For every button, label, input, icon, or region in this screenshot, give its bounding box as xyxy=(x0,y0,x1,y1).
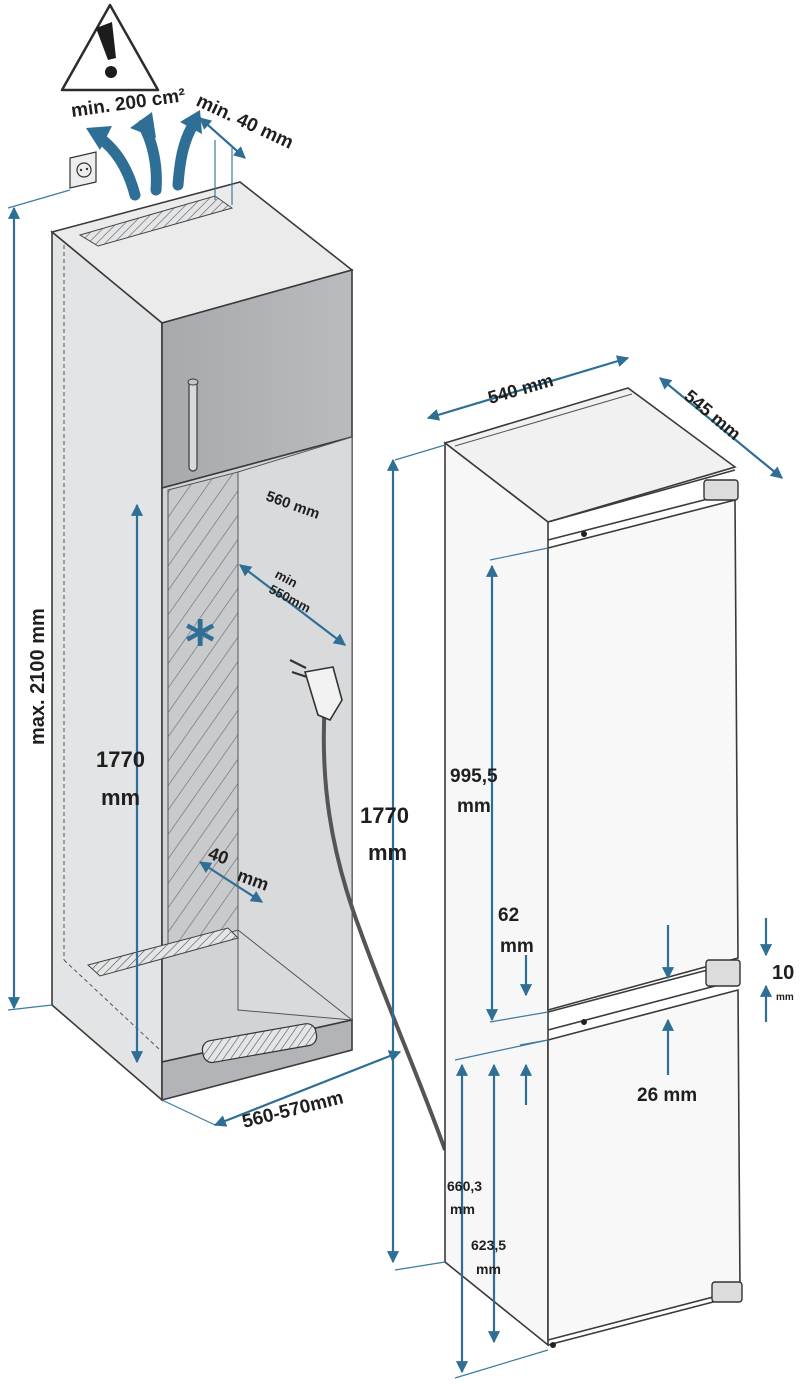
appliance-height-label-2: mm xyxy=(368,840,407,865)
bottom-hinge xyxy=(711,1281,743,1303)
niche-height-label-2: mm xyxy=(101,785,140,810)
power-socket-icon xyxy=(69,151,97,189)
hinge-offset-label: 26 mm xyxy=(637,1085,697,1106)
appliance-lower-door xyxy=(547,988,741,1342)
lower-door-label-2: mm xyxy=(450,1201,475,1217)
hinge-gap-label-1: 10 xyxy=(772,962,794,984)
door-gap-label-1: 62 xyxy=(498,905,519,926)
top-vent-slot xyxy=(78,195,234,247)
niche-height-label-1: 1770 xyxy=(96,747,145,772)
appliance-width-label: 540 mm xyxy=(486,370,556,408)
lower-door-alt-label-1: 623,5 xyxy=(471,1237,506,1253)
max-height-label: max. 2100 mm xyxy=(27,608,49,745)
warning-icon xyxy=(60,3,160,92)
top-gap-label: min. 40 mm xyxy=(193,90,297,153)
dimension-lines xyxy=(7,117,783,1379)
airflow-arrows-icon xyxy=(86,110,202,201)
appliance-upper-door xyxy=(547,498,739,1012)
door-gap-label-2: mm xyxy=(500,936,534,957)
power-plug-icon xyxy=(289,659,447,1151)
appliance-height-label-1: 1770 xyxy=(360,803,409,828)
middle-hinge xyxy=(705,959,741,987)
lower-door-label-1: 660,3 xyxy=(447,1178,482,1194)
top-hinge xyxy=(703,479,739,501)
appliance xyxy=(443,387,743,1348)
upper-door-label-1: 995,5 xyxy=(450,766,498,787)
lower-door-alt-label-2: mm xyxy=(476,1261,501,1277)
upper-door-label-2: mm xyxy=(457,796,491,817)
cabinet-handle xyxy=(187,378,199,472)
snowflake-asterisk-icon: * xyxy=(185,608,215,676)
hinge-gap-label-2: mm xyxy=(776,992,794,1003)
